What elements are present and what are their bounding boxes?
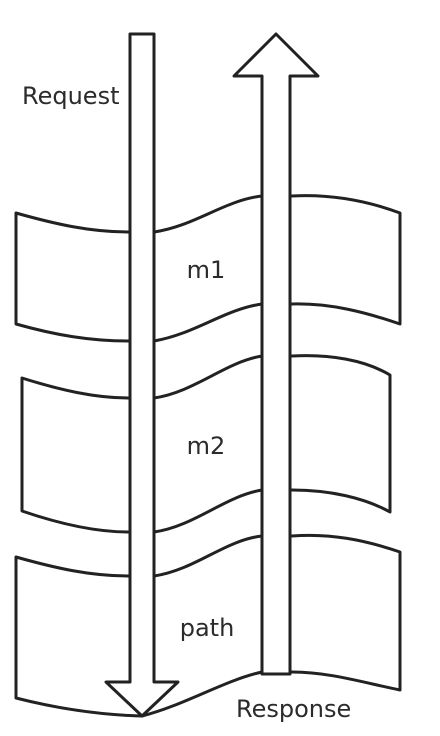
layer-path: path xyxy=(14,533,402,718)
response-label: Response xyxy=(236,695,351,723)
layer-m2-label: m2 xyxy=(187,432,226,460)
request-label: Request xyxy=(22,82,120,110)
layer-m2: m2 xyxy=(20,354,392,534)
layer-path-label: path xyxy=(180,614,235,642)
layer-m1: m1 xyxy=(14,194,402,343)
layer-m1-label: m1 xyxy=(187,256,226,284)
request-arrow xyxy=(104,32,180,718)
response-arrow xyxy=(232,32,320,676)
